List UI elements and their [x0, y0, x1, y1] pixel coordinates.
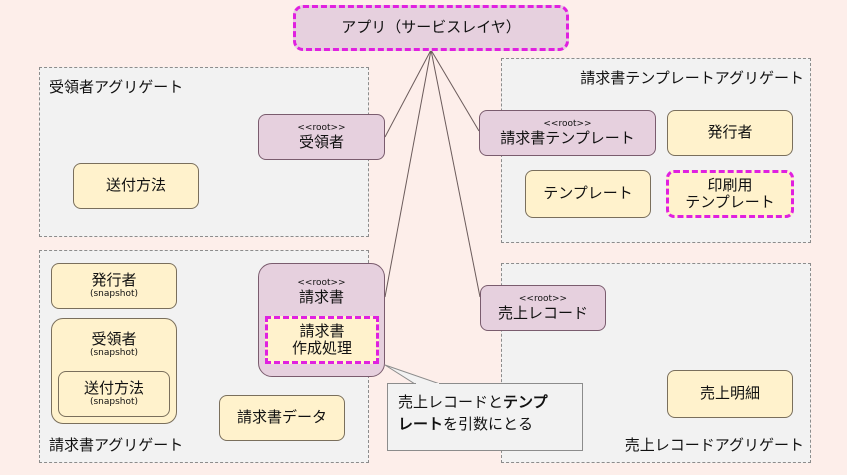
snapshot-tag: (snapshot) [89, 289, 139, 300]
line-app-sales [430, 49, 481, 298]
callout-note: 売上レコードとテンプ レートを引数にとる [387, 383, 583, 451]
invoice-data-label: 請求書データ [236, 408, 327, 427]
snapshot-tag: (snapshot) [89, 348, 139, 359]
note-text-part1: 売上レコードと [398, 393, 504, 411]
invoice-issuer-snapshot-node[interactable]: 発行者 (snapshot) [51, 263, 177, 309]
invoice-template-root-label: 請求書テンプレート [500, 129, 635, 148]
invoice-issuer-label: 発行者 [91, 271, 137, 290]
line-app-template [430, 49, 480, 132]
app-service-layer-label: アプリ（サービスレイヤ） [341, 18, 521, 37]
sales-detail-label: 売上明細 [699, 384, 760, 403]
invoice-delivery-snapshot-node[interactable]: 送付方法 (snapshot) [58, 371, 170, 417]
snapshot-tag: (snapshot) [89, 397, 139, 408]
app-service-layer-box[interactable]: アプリ（サービスレイヤ） [293, 5, 569, 51]
root-stereotype: <<root>> [543, 118, 592, 129]
invoice-aggregate-label: 請求書アグリゲート [49, 436, 184, 454]
template-issuer-label: 発行者 [707, 123, 753, 142]
delivery-method-label: 送付方法 [105, 176, 166, 195]
note-text-bold2: レート [398, 414, 444, 433]
template-aggregate-label: 請求書テンプレートアグリゲート [580, 69, 804, 87]
print-template-label-line1: 印刷用 [707, 175, 753, 194]
invoice-template-root-node[interactable]: <<root>> 請求書テンプレート [479, 110, 656, 156]
invoice-creation-process-line2: 作成処理 [291, 339, 352, 357]
sales-record-root-label: 売上レコード [497, 304, 588, 323]
recipient-root-label: 受領者 [298, 133, 344, 152]
invoice-delivery-label: 送付方法 [83, 379, 144, 398]
delivery-method-node[interactable]: 送付方法 [73, 163, 199, 209]
print-template-node[interactable]: 印刷用 テンプレート [666, 170, 794, 218]
note-text-bold1: テンプ [503, 393, 548, 411]
note-text-part2: を引数にとる [443, 414, 534, 433]
template-issuer-node[interactable]: 発行者 [667, 110, 793, 156]
invoice-creation-process-node[interactable]: 請求書 作成処理 [265, 316, 379, 364]
root-stereotype: <<root>> [518, 293, 568, 304]
print-template-label-line2: テンプレート [685, 193, 775, 211]
line-app-recipient [384, 49, 432, 138]
invoice-root-label: 請求書 [298, 288, 344, 307]
invoice-creation-process-line1: 請求書 [299, 321, 345, 340]
root-stereotype: <<root>> [297, 122, 346, 133]
root-stereotype: <<root>> [297, 278, 346, 288]
template-label: テンプレート [543, 184, 633, 203]
sales-record-aggregate-label: 売上レコードアグリゲート [624, 436, 804, 454]
sales-record-root-node[interactable]: <<root>> 売上レコード [480, 285, 606, 331]
recipient-root-node[interactable]: <<root>> 受領者 [258, 114, 385, 160]
template-node[interactable]: テンプレート [525, 170, 651, 218]
invoice-data-node[interactable]: 請求書データ [219, 395, 345, 441]
invoice-recipient-label: 受領者 [91, 330, 137, 348]
recipient-aggregate-label: 受領者アグリゲート [49, 78, 184, 96]
sales-detail-node[interactable]: 売上明細 [667, 370, 793, 418]
line-app-invoice [384, 49, 432, 298]
